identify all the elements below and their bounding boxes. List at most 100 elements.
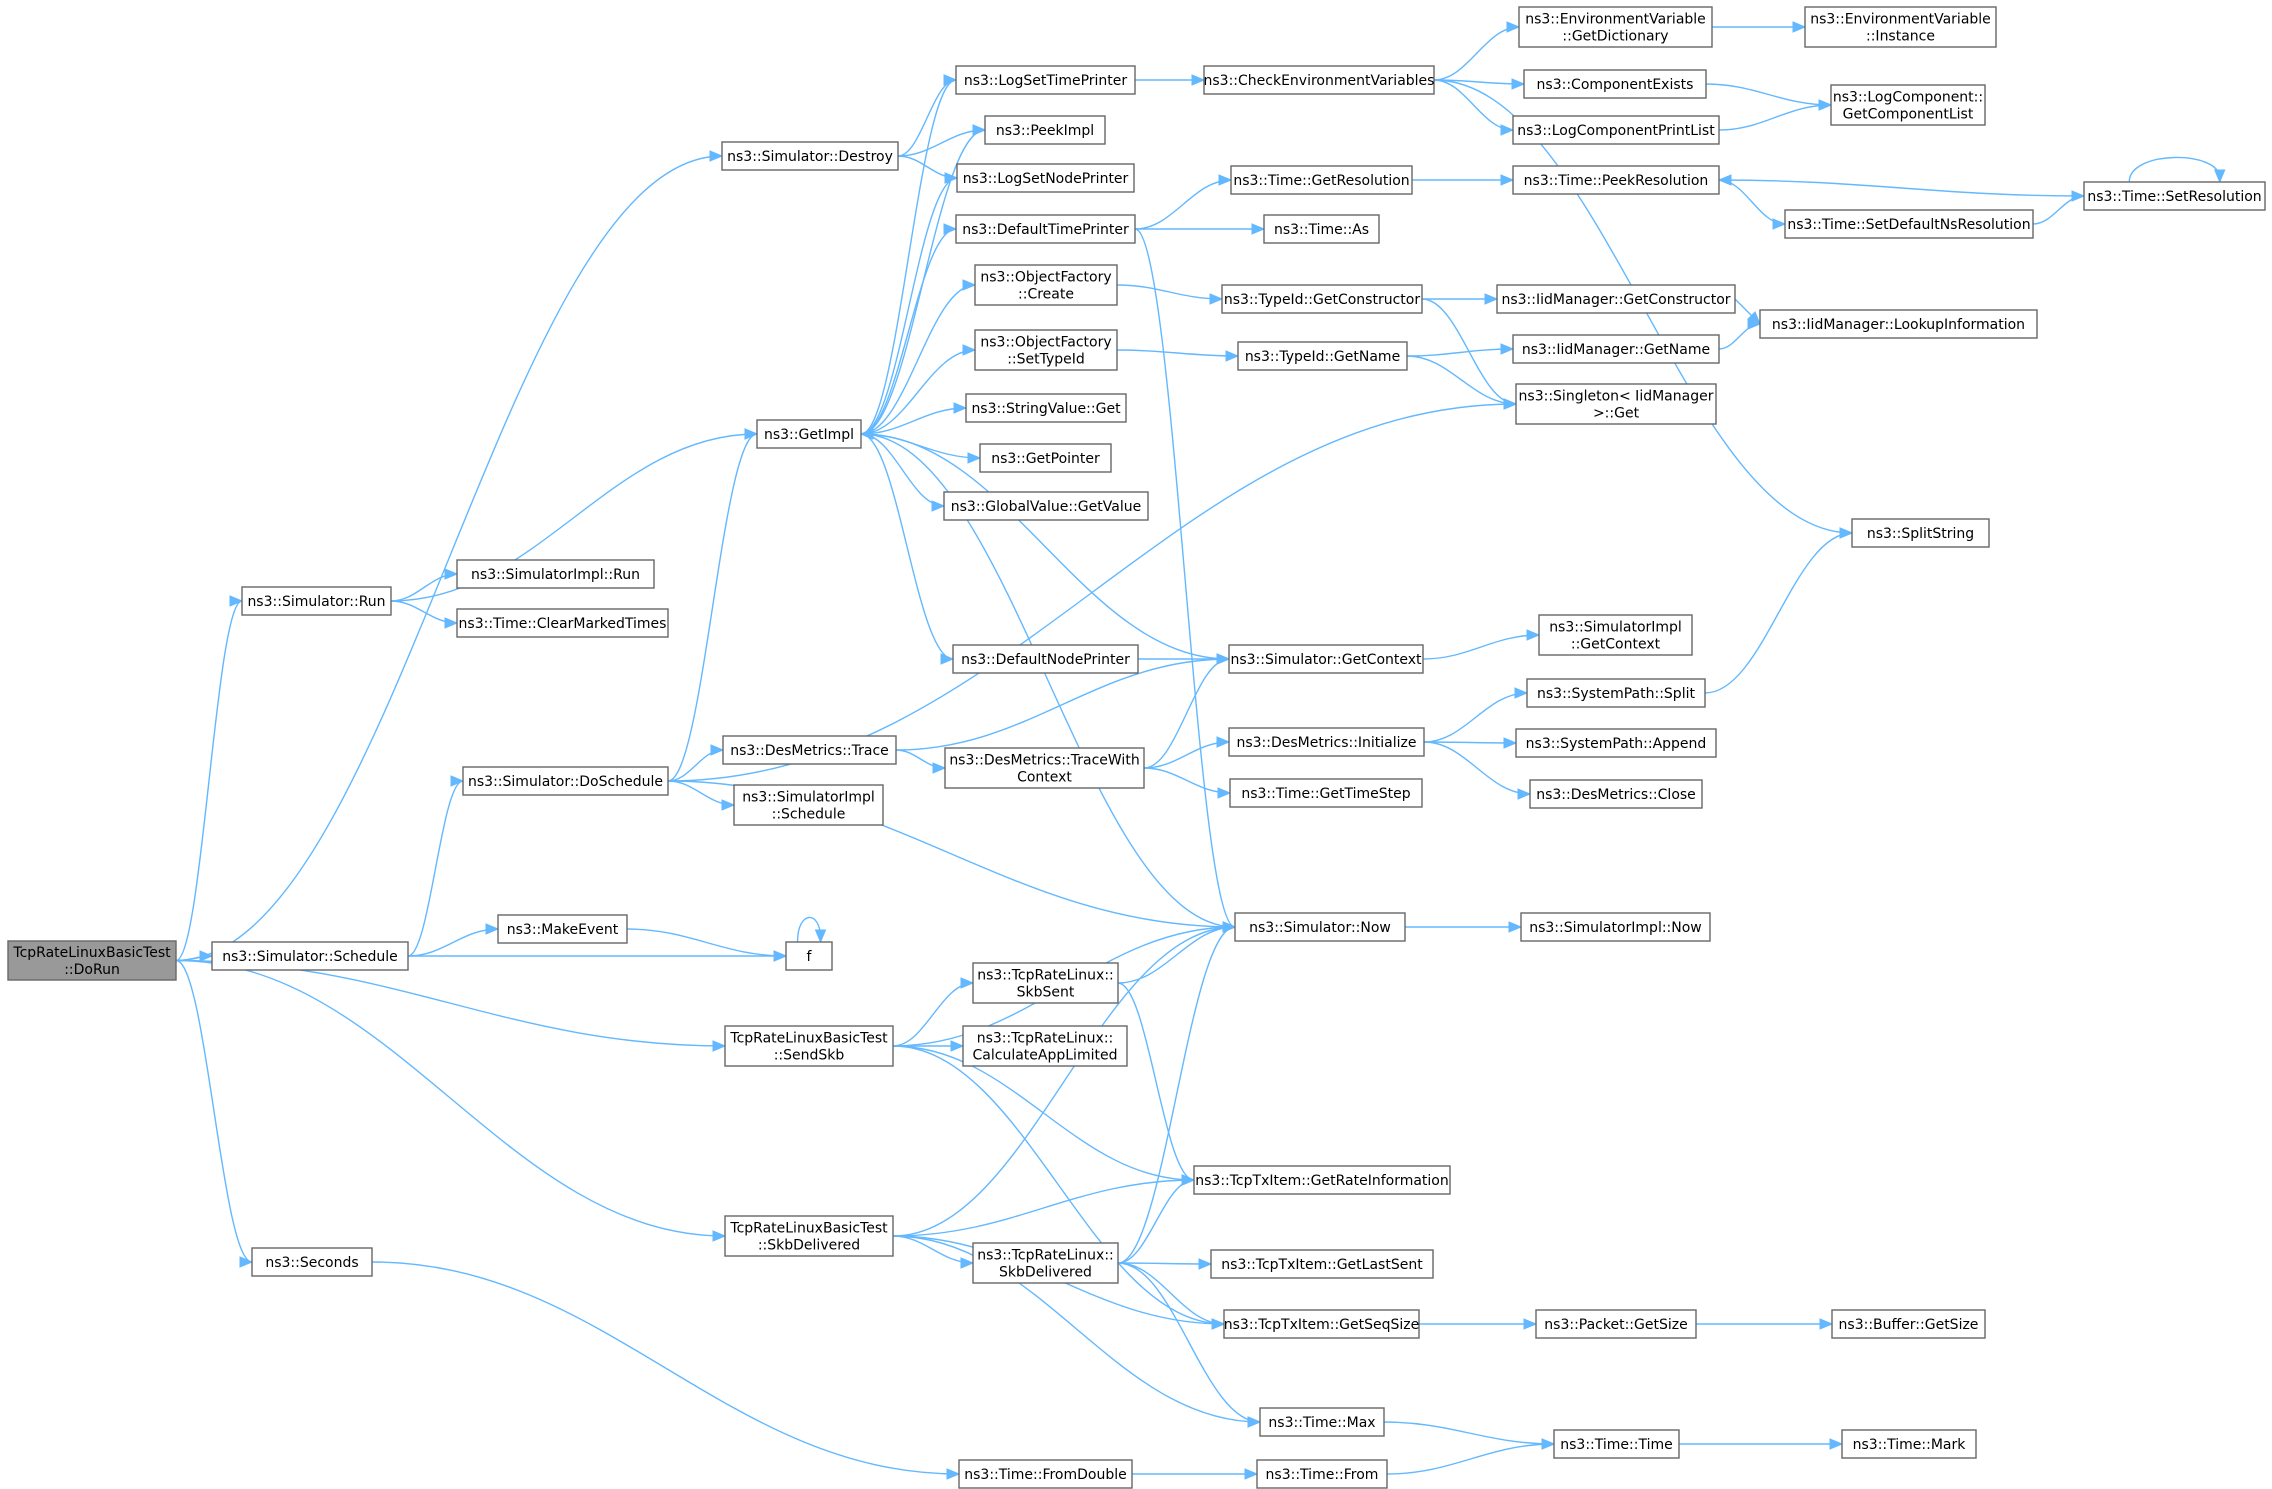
edge-rl-skbdelivered-to-txitem-getseq-arrowhead [1211,1318,1226,1330]
node-iid-getctor[interactable]: ns3::IidManager::GetConstructor [1496,284,1736,314]
edge-typeid-getname-to-iid-getname [1406,348,1514,357]
node-dorun[interactable]: TcpRateLinuxBasicTest::DoRun [7,940,177,981]
node-sim-getcontext[interactable]: ns3::Simulator::GetContext [1228,644,1424,674]
node-logcompprint[interactable]: ns3::LogComponentPrintList [1512,115,1720,145]
node-env-instance[interactable]: ns3::EnvironmentVariable::Instance [1804,6,1997,48]
node-time-setdefns[interactable]: ns3::Time::SetDefaultNsResolution [1784,209,2034,239]
edge-sim-doschedule-to-getimpl-arrowhead [744,428,759,440]
node-box [984,115,1106,145]
node-txitem-getlast[interactable]: ns3::TcpTxItem::GetLastSent [1210,1249,1434,1279]
node-iid-getname[interactable]: ns3::IidManager::GetName [1512,334,1720,364]
node-sp-split[interactable]: ns3::SystemPath::Split [1526,678,1706,708]
node-label: ns3::Time::PeekResolution [1524,173,1709,189]
node-label: >::Get [1593,406,1640,422]
node-makeevent[interactable]: ns3::MakeEvent [497,914,628,944]
edge-desm-init-to-desm-close-arrowhead [1517,788,1532,800]
node-label: f [807,949,813,965]
node-defnodeprinter[interactable]: ns3::DefaultNodePrinter [952,644,1139,674]
node-time-gettimestep[interactable]: ns3::Time::GetTimeStep [1229,778,1423,808]
edge-sim-getcontext-to-simimpl-getctx [1422,634,1540,660]
node-strval-get[interactable]: ns3::StringValue::Get [965,393,1127,423]
node-getimpl[interactable]: ns3::GetImpl [756,419,862,449]
node-compexists[interactable]: ns3::ComponentExists [1523,69,1707,99]
node-of-settypeid[interactable]: ns3::ObjectFactory::SetTypeId [974,329,1118,371]
node-box [1221,284,1423,314]
node-desm-trace[interactable]: ns3::DesMetrics::Trace [722,735,897,765]
node-label: ns3::Time::From [1266,1467,1379,1483]
node-desm-close[interactable]: ns3::DesMetrics::Close [1529,779,1703,809]
node-simimpl-now[interactable]: ns3::SimulatorImpl::Now [1520,912,1711,942]
node-rl-skbsent[interactable]: ns3::TcpRateLinux::SkbSent [972,962,1119,1004]
node-typeid-getname[interactable]: ns3::TypeId::GetName [1237,341,1408,371]
node-box [1515,383,1717,425]
node-deftimeprinter[interactable]: ns3::DefaultTimePrinter [955,214,1136,244]
node-skbdelivered-t[interactable]: TcpRateLinuxBasicTest::SkbDelivered [724,1215,894,1257]
node-simimpl-getctx[interactable]: ns3::SimulatorImpl::GetContext [1538,614,1693,656]
node-time-from[interactable]: ns3::Time::From [1256,1459,1388,1489]
node-getpointer[interactable]: ns3::GetPointer [979,443,1112,473]
node-seconds[interactable]: ns3::Seconds [251,1247,373,1277]
node-label: ns3::SplitString [1867,526,1974,542]
node-label: ns3::Seconds [265,1255,358,1271]
node-label: Context [1017,770,1072,786]
node-desm-init[interactable]: ns3::DesMetrics::Initialize [1228,727,1425,757]
node-rl-calcapp[interactable]: ns3::TcpRateLinux::CalculateAppLimited [962,1025,1128,1067]
node-time-peekres[interactable]: ns3::Time::PeekResolution [1512,165,1720,195]
node-singleton-get[interactable]: ns3::Singleton< IidManager >::Get [1515,383,1717,425]
node-packet-getsize[interactable]: ns3::Packet::GetSize [1535,1309,1697,1339]
node-time-time[interactable]: ns3::Time::Time [1553,1429,1680,1459]
node-logsettime[interactable]: ns3::LogSetTimePrinter [955,65,1136,95]
node-splitstring[interactable]: ns3::SplitString [1851,518,1990,548]
edge-time-getres-to-time-peekres-arrowhead [1500,174,1515,186]
node-label: ns3::LogSetNodePrinter [963,171,1129,187]
edge-skbdelivered-t-to-txitem-getrate [892,1179,1195,1237]
node-time-as[interactable]: ns3::Time::As [1263,214,1380,244]
node-clearmarked[interactable]: ns3::Time::ClearMarkedTimes [456,608,669,638]
node-of-create[interactable]: ns3::ObjectFactory::Create [974,264,1118,306]
node-sim-now[interactable]: ns3::Simulator::Now [1234,912,1406,942]
edge-getimpl-to-gv-getvalue-arrowhead [931,500,946,512]
edge-getimpl-to-defnodeprinter-arrowhead [940,653,955,665]
node-f[interactable]: f [785,941,833,971]
node-txitem-getseq[interactable]: ns3::TcpTxItem::GetSeqSize [1223,1309,1420,1339]
edge-typeid-getctor-to-iid-getctor-arrowhead [1484,293,1499,305]
node-rl-skbdelivered[interactable]: ns3::TcpRateLinux::SkbDelivered [972,1242,1119,1284]
node-buffer-getsize[interactable]: ns3::Buffer::GetSize [1831,1309,1986,1339]
node-sim-run[interactable]: ns3::Simulator::Run [241,586,392,616]
edge-sim-doschedule-to-desm-trace-arrowhead [710,744,725,756]
edge-sim-now-to-getimpl [860,433,1236,928]
node-label: ns3::TcpTxItem::GetRateInformation [1195,1173,1449,1189]
edge-getimpl-to-peekimpl-arrowhead [972,124,987,136]
node-typeid-getctor[interactable]: ns3::TypeId::GetConstructor [1221,284,1423,314]
node-sendskb[interactable]: TcpRateLinuxBasicTest::SendSkb [724,1025,894,1067]
node-time-mark[interactable]: ns3::Time::Mark [1841,1429,1977,1459]
edge-iid-getname-to-iid-lookup-arrowhead [1747,318,1762,330]
node-sim-destroy[interactable]: ns3::Simulator::Destroy [721,141,899,171]
node-env-getdict[interactable]: ns3::EnvironmentVariable::GetDictionary [1518,6,1713,48]
node-time-fromdouble[interactable]: ns3::Time::FromDouble [958,1459,1133,1489]
node-sim-schedule[interactable]: ns3::Simulator::Schedule [211,941,409,971]
node-simimpl-run[interactable]: ns3::SimulatorImpl::Run [456,559,655,589]
edge-deftimeprinter-to-time-getres-arrowhead [1218,174,1233,186]
node-logsetnode[interactable]: ns3::LogSetNodePrinter [956,163,1135,193]
node-time-max[interactable]: ns3::Time::Max [1259,1407,1385,1437]
node-iid-lookup[interactable]: ns3::IidManager::LookupInformation [1759,309,2038,339]
node-label: ns3::LogSetTimePrinter [964,73,1128,89]
node-time-getres[interactable]: ns3::Time::GetResolution [1230,165,1413,195]
node-logcomp-getlist[interactable]: ns3::LogComponent::GetComponentList [1830,84,1986,126]
node-box [2083,181,2266,211]
edge-logcompprint-to-logcomp-getlist [1718,104,1832,131]
node-checkenv[interactable]: ns3::CheckEnvironmentVariables [1203,65,1435,95]
node-sim-doschedule[interactable]: ns3::Simulator::DoSchedule [462,766,669,796]
node-simimpl-schedule[interactable]: ns3::SimulatorImpl::Schedule [733,784,884,826]
node-sp-append[interactable]: ns3::SystemPath::Append [1515,728,1717,758]
node-time-setres[interactable]: ns3::Time::SetResolution [2083,181,2266,211]
node-gv-getvalue[interactable]: ns3::GlobalValue::GetValue [943,491,1149,521]
edge-rl-skbdelivered-to-time-max [1117,1262,1261,1423]
node-peekimpl[interactable]: ns3::PeekImpl [984,115,1106,145]
node-txitem-getrate[interactable]: ns3::TcpTxItem::GetRateInformation [1193,1165,1451,1195]
node-label: SkbSent [1017,985,1075,1001]
edge-sim-run-to-clearmarked-arrowhead [444,617,459,629]
node-label: ns3::Simulator::Run [247,594,385,610]
